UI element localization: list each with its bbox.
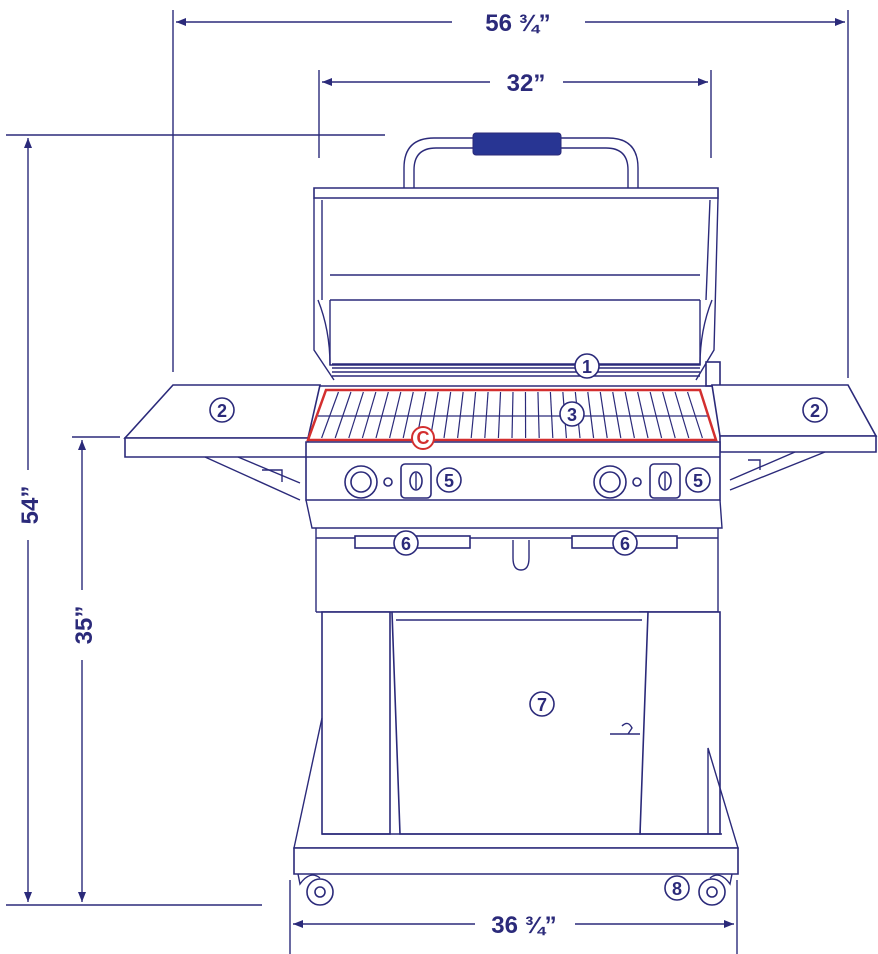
grate-bar (457, 391, 464, 439)
grate-bar (587, 391, 595, 439)
caster-right (698, 873, 733, 906)
dimension-overall-height: 54” (6, 134, 385, 906)
grate-bar (321, 391, 340, 439)
cabinet (321, 611, 721, 835)
callout-side-shelf-left: 2 (209, 397, 235, 423)
callout-side-shelf-right: 2 (802, 397, 828, 423)
callout-handle-right: 6 (612, 530, 638, 556)
cart-base (293, 717, 739, 875)
svg-text:7: 7 (537, 695, 547, 715)
grate-bar (348, 391, 364, 439)
grate-bar (674, 391, 690, 439)
callout-door: 7 (529, 691, 555, 717)
svg-text:6: 6 (620, 534, 630, 554)
grate-bar (649, 391, 663, 439)
side-shelf-right (711, 384, 878, 491)
hood-width-label: 32” (507, 70, 546, 97)
grate-bar (443, 391, 452, 439)
open-hood (313, 187, 721, 387)
svg-text:2: 2 (810, 401, 820, 421)
svg-text:5: 5 (693, 471, 703, 491)
caster-left (297, 873, 334, 906)
grate-bar (402, 391, 414, 439)
svg-text:1: 1 (582, 357, 592, 377)
callout-knob-right: 5 (685, 467, 711, 493)
grate-bar (375, 391, 389, 439)
svg-text:3: 3 (567, 405, 577, 425)
grate-bar (470, 391, 477, 439)
svg-text:2: 2 (217, 401, 227, 421)
hood-handle (403, 132, 639, 190)
grate-bar (484, 391, 489, 439)
grate-bar (497, 391, 502, 439)
door-handle[interactable] (610, 722, 640, 735)
overall-height-label: 54” (17, 486, 44, 525)
dimension-counter-height: 35” (71, 436, 120, 902)
grate-bar (612, 391, 622, 439)
knob-left[interactable] (344, 463, 432, 499)
callout-knob-left: 5 (436, 467, 462, 493)
grate-bar (511, 391, 514, 439)
svg-text:C: C (417, 428, 430, 448)
grate-bar (637, 391, 649, 439)
grate-bar (537, 391, 540, 439)
callout-caster: 8 (664, 875, 690, 901)
callout-grate-area: C (411, 426, 435, 450)
grate-bar (334, 391, 352, 439)
overall-width-label: 56 ¾” (485, 10, 550, 37)
grate-bar (662, 391, 676, 439)
cooking-grates (306, 388, 718, 442)
svg-text:6: 6 (401, 534, 411, 554)
cart-width-label: 36 ¾” (491, 912, 556, 939)
warming-rack (318, 363, 712, 387)
grate-bar (361, 391, 377, 439)
control-panel (305, 441, 723, 529)
callout-grates: 3 (559, 401, 585, 427)
knob-right[interactable] (593, 463, 681, 499)
counter-height-label: 35” (71, 606, 98, 645)
svg-text:5: 5 (444, 471, 454, 491)
callout-handle-left: 6 (393, 530, 419, 556)
dimension-overall-width: 56 ¾” (172, 10, 849, 378)
grate-bar (686, 391, 703, 439)
grate-bar (599, 391, 608, 439)
callout-hood: 1 (574, 353, 600, 379)
svg-text:8: 8 (672, 879, 682, 899)
dimension-hood-width: 32” (318, 70, 712, 158)
grate-bar (389, 391, 402, 439)
cart-upper (315, 528, 719, 613)
grate-bar (624, 391, 635, 439)
grate-bar (549, 391, 554, 439)
dimension-cart-width: 36 ¾” (289, 880, 738, 954)
